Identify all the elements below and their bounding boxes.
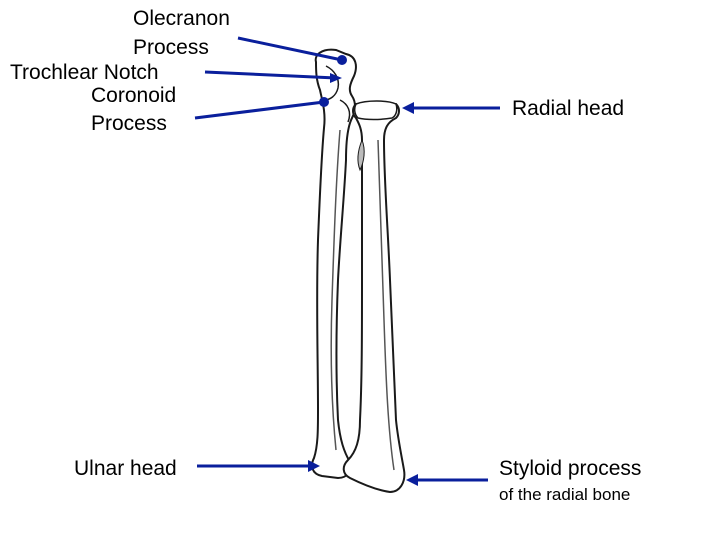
label-coronoid-line2: Process <box>91 112 167 135</box>
pointer-coronoid <box>194 97 329 120</box>
pointer-trochlear-notch <box>204 70 342 83</box>
label-ulnar-head: Ulnar head <box>74 457 177 480</box>
ulna-trochlear-notch-detail <box>323 65 340 101</box>
ulna-shading <box>330 129 341 451</box>
radial-tuberosity <box>357 138 365 172</box>
label-coronoid-line1: Coronoid <box>91 84 177 107</box>
label-styloid-line1: Styloid process <box>499 457 642 480</box>
label-olecranon-line2: Process <box>133 36 209 59</box>
ulna-coronoid-detail <box>339 99 351 123</box>
radial-head-cap <box>353 100 398 121</box>
radius-shading <box>377 139 395 471</box>
pointer-radial-head <box>402 102 500 114</box>
label-olecranon-line1: Olecranon <box>133 7 230 30</box>
pointer-styloid <box>406 474 488 486</box>
radius-bone <box>342 103 406 494</box>
label-trochlear-notch: Trochlear Notch <box>10 61 159 84</box>
label-styloid-line2: of the radial bone <box>499 485 631 504</box>
pointer-ulnar-head <box>197 460 320 472</box>
pointer-olecranon <box>237 36 347 65</box>
label-radial-head: Radial head <box>512 97 625 120</box>
